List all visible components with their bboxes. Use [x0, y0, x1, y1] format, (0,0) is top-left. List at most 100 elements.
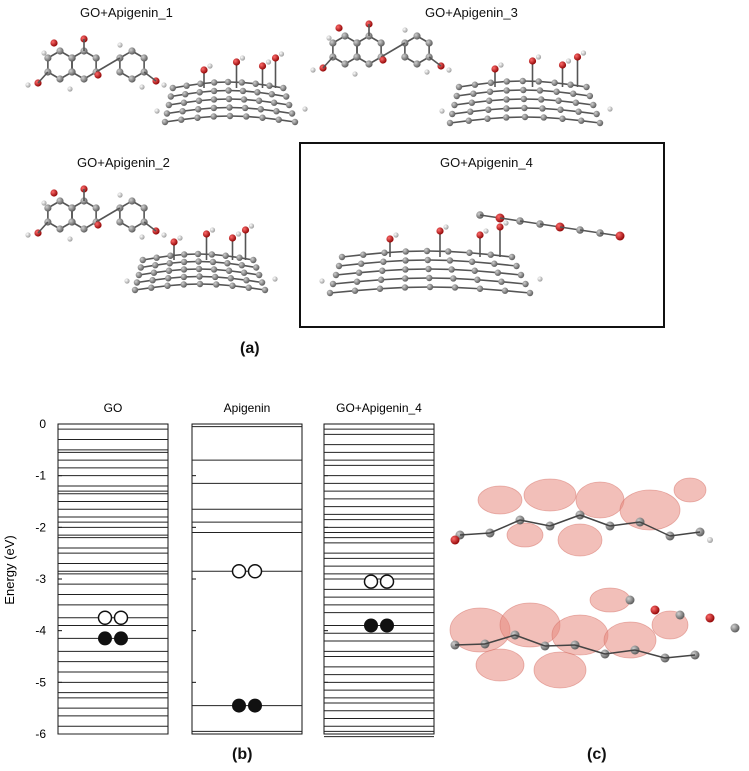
hydrogen-atom [503, 220, 509, 226]
carbon-atom [258, 279, 266, 286]
oxygen-atom [258, 62, 267, 70]
carbon-atom [229, 282, 236, 289]
carbon-atom [194, 114, 201, 121]
carbon-atom [471, 81, 479, 88]
hydrogen-atom [161, 82, 167, 88]
hydrogen-atom [580, 50, 587, 56]
hydrogen-atom [272, 276, 278, 282]
carbon-atom [116, 68, 124, 76]
oxygen-atom [573, 53, 582, 61]
bond [609, 521, 641, 527]
carbon-atom [80, 75, 88, 83]
carbon-atom [424, 256, 431, 264]
carbon-atom [226, 104, 233, 111]
carbon-atom [503, 78, 511, 85]
homo-electron-marker [380, 618, 394, 633]
bond [143, 221, 157, 232]
carbon-atom [165, 267, 173, 274]
panel-label-b: (b) [232, 746, 253, 763]
oxygen-atom [491, 65, 499, 73]
carbon-atom [140, 204, 148, 212]
carbon-atom [255, 271, 263, 279]
carbon-atom [139, 256, 146, 264]
carbon-atom [401, 275, 409, 282]
hydrogen-atom [402, 27, 408, 33]
carbon-atom [539, 105, 546, 112]
structure-label-3: GO+Apigenin_3 [425, 5, 518, 20]
bond [380, 42, 406, 58]
bond [338, 262, 362, 267]
oxygen-atom [94, 71, 102, 79]
hydrogen-atom [41, 50, 47, 56]
carbon-atom [180, 273, 188, 281]
carbon-atom [243, 277, 250, 284]
carbon-atom [360, 251, 367, 258]
carbon-atom [381, 249, 388, 256]
carbon-atom [238, 79, 246, 86]
orbital-lobe [673, 477, 707, 503]
carbon-atom [135, 271, 143, 279]
carbon-atom [268, 91, 276, 98]
bond [579, 514, 611, 527]
carbon-atom [133, 279, 141, 286]
carbon-atom [266, 82, 273, 89]
hydrogen-atom [117, 42, 123, 48]
carbon-atom [238, 262, 246, 269]
carbon-atom [353, 53, 361, 61]
carbon-atom [484, 115, 491, 122]
y-tick-label: -3 [35, 572, 46, 586]
hydrogen-atom [439, 108, 445, 114]
carbon-atom [92, 204, 100, 212]
hydrogen-atom [443, 224, 449, 230]
hydrogen-atom [117, 192, 123, 198]
hydrogen-atom [326, 35, 332, 41]
carbon-atom [494, 269, 502, 276]
carbon-atom [353, 278, 361, 285]
bond [356, 278, 382, 283]
carbon-atom [470, 90, 477, 97]
y-tick-label: 0 [39, 417, 46, 431]
oxygen-atom [528, 57, 537, 65]
carbon-atom [259, 114, 266, 121]
carbon-atom [521, 104, 528, 112]
carbon-atom [116, 218, 124, 226]
carbon-atom [455, 83, 463, 91]
carbon-atom [522, 280, 529, 288]
bond [451, 268, 475, 272]
oxygen-atom [94, 221, 102, 229]
carbon-atom [128, 75, 136, 83]
bond [322, 56, 334, 69]
carbon-atom [401, 53, 409, 61]
hydrogen-atom [535, 54, 542, 60]
carbon-atom [195, 265, 203, 273]
carbon-atom [254, 89, 261, 96]
bond [519, 519, 551, 527]
hydrogen-atom [235, 231, 242, 237]
carbon-atom [485, 97, 493, 104]
carbon-atom [180, 266, 188, 273]
carbon-atom [211, 273, 219, 281]
carbon-atom [503, 105, 510, 112]
structure-label-2: GO+Apigenin_2 [77, 155, 170, 170]
carbon-atom [291, 118, 299, 126]
carbon-atom [240, 96, 248, 103]
carbon-atom [196, 273, 203, 280]
carbon-atom [210, 96, 218, 103]
carbon-atom [501, 287, 509, 294]
panel-label-a: (a) [240, 340, 260, 357]
carbon-atom [402, 257, 409, 264]
oxygen-atom [436, 227, 444, 235]
carbon-atom [257, 106, 264, 113]
carbon-atom [194, 250, 202, 258]
bond [332, 280, 358, 285]
hydrogen-atom [278, 51, 285, 57]
carbon-atom [487, 251, 494, 258]
carbon-atom [521, 113, 529, 121]
carbon-atom [491, 260, 498, 267]
carbon-atom [485, 106, 492, 113]
carbon-atom [413, 60, 421, 68]
bond [494, 262, 517, 267]
oxygen-atom [232, 58, 241, 66]
hydrogen-atom [139, 234, 145, 240]
